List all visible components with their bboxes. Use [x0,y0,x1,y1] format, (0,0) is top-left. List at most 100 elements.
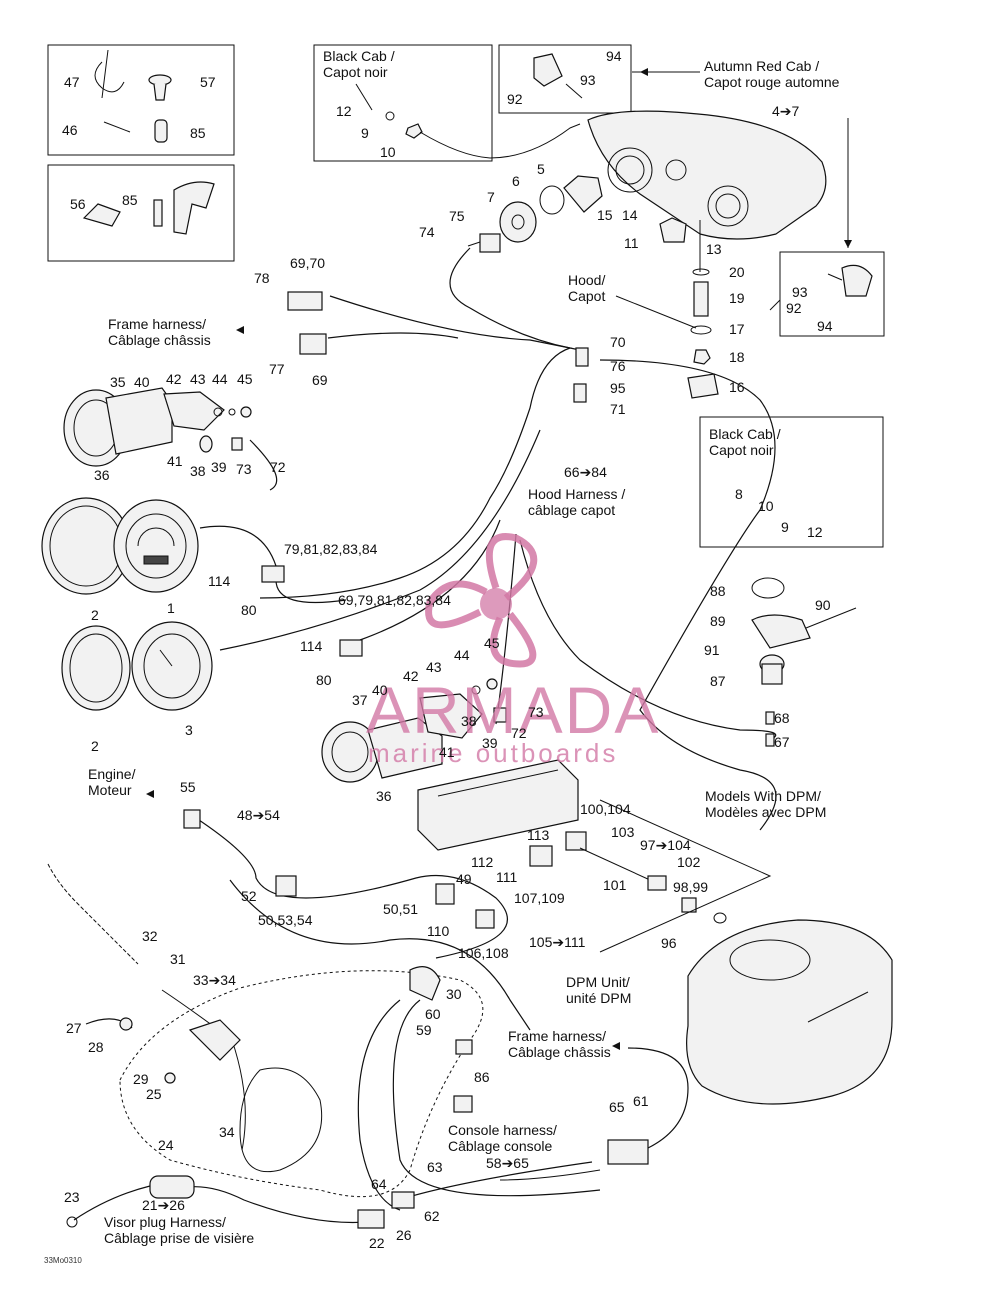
part-callout: 89 [710,613,726,629]
part-callout: 8 [735,486,743,502]
part-callout: 10 [758,498,774,514]
part-callout: 55 [180,779,196,795]
note-console-harness: Console harness/ Câblage console [448,1122,557,1154]
part-callout: 48➔54 [237,807,280,823]
watermark-pinwheel-icon [425,533,538,668]
part-callout: 110 [427,923,450,939]
part-callout: 86 [474,1069,490,1085]
part-callout: 38 [190,463,206,479]
part-callout: 64 [371,1176,387,1192]
part-callout: 27 [66,1020,82,1036]
note-engine: Engine/ Moteur [88,766,136,798]
part-callout: 66➔84 [564,464,607,480]
part-callout: 38 [461,713,477,729]
part-callout: 70 [610,334,626,350]
part-callout: 49 [456,871,472,887]
part-callout: 21➔26 [142,1197,185,1213]
part-callout: 100,104 [580,801,631,817]
note-autumn-red-cab: Autumn Red Cab / Capot rouge automne [704,58,840,90]
part-callout: 40 [134,374,150,390]
part-callout: 6 [512,173,520,189]
part-callout: 69,70 [290,255,326,271]
part-callout: 60 [425,1006,441,1022]
part-callout: 98,99 [673,879,709,895]
part-callout: 50,51 [383,901,419,917]
note-frame-harness-bottom: Frame harness/ Câblage châssis [508,1028,611,1060]
part-callout: 56 [70,196,86,212]
part-callout: 65 [609,1099,625,1115]
part-callout: 36 [376,788,392,804]
part-callout: 114 [300,638,323,654]
part-callout: 4➔7 [772,103,800,119]
part-callout: 35 [110,374,126,390]
part-callout: 68 [774,710,790,726]
part-callout: 12 [336,103,352,119]
part-callout: 63 [427,1159,443,1175]
part-callout: 45 [484,635,500,651]
part-callout: 107,109 [514,890,565,906]
part-callout: 85 [122,192,138,208]
part-callout: 58➔65 [486,1155,529,1171]
note-visor-harness: Visor plug Harness/ Câblage prise de vis… [104,1214,255,1246]
part-callout: 73 [236,461,252,477]
part-callout: 2 [91,738,99,754]
clip-47-icon [94,49,125,99]
part-callout: 40 [372,682,388,698]
part-callout: 112 [471,854,494,870]
part-callout: 92 [786,300,802,316]
part-callout: 73 [528,704,544,720]
part-callout: 102 [677,854,701,870]
part-callout: 36 [94,467,110,483]
part-callout: 94 [817,318,833,334]
part-callout: 14 [622,207,638,223]
part-callout: 19 [729,290,745,306]
note-models-dpm: Models With DPM/ Modèles avec DPM [705,788,827,820]
part-callout: 80 [241,602,257,618]
part-callout: 46 [62,122,78,138]
part-callout: 80 [316,672,332,688]
watermark-title: ARMADA [366,673,661,747]
part-callout: 7 [487,189,495,205]
part-callout: 29 [133,1071,149,1087]
part-callout: 20 [729,264,745,280]
part-callout: 52 [241,888,257,904]
part-callout: 22 [369,1235,385,1251]
part-callout: 74 [419,224,435,240]
part-callout: 61 [633,1093,649,1109]
part-callout: 106,108 [458,945,509,961]
part-callout: 2 [91,607,99,623]
part-callout: 50,53,54 [258,912,313,928]
part-callout: 47 [64,74,80,90]
part-callout: 18 [729,349,745,365]
part-callout: 3 [185,722,193,738]
part-callout: 71 [610,401,626,417]
watermark-subtitle: marine outboards [368,738,619,768]
part-callout: 87 [710,673,726,689]
part-callout: 44 [454,647,470,663]
part-callout: 45 [237,371,253,387]
part-callout: 57 [200,74,216,90]
clip-57-icon [148,74,172,101]
part-callout: 75 [449,208,465,224]
drawing-code: 33Mo0310 [44,1256,82,1265]
part-callout: 28 [88,1039,104,1055]
part-callout: 25 [146,1086,162,1102]
part-callout: 9 [361,125,369,141]
part-callout: 33➔34 [193,972,236,988]
part-callout: 41 [167,453,183,469]
part-callout: 11 [624,235,639,251]
part-callout: 94 [606,48,622,64]
part-callout: 41 [439,744,455,760]
part-callout: 92 [507,91,523,107]
part-callout: 69,79,81,82,83,84 [338,592,451,608]
part-callout: 26 [396,1227,412,1243]
part-callout: 9 [781,519,789,535]
part-callout: 42 [403,668,419,684]
part-callout: 12 [807,524,823,540]
part-callout: 32 [142,928,158,944]
part-callout: 1 [167,600,175,616]
part-callout: 62 [424,1208,440,1224]
part-callout: 43 [190,371,206,387]
part-callout: 16 [729,379,745,395]
